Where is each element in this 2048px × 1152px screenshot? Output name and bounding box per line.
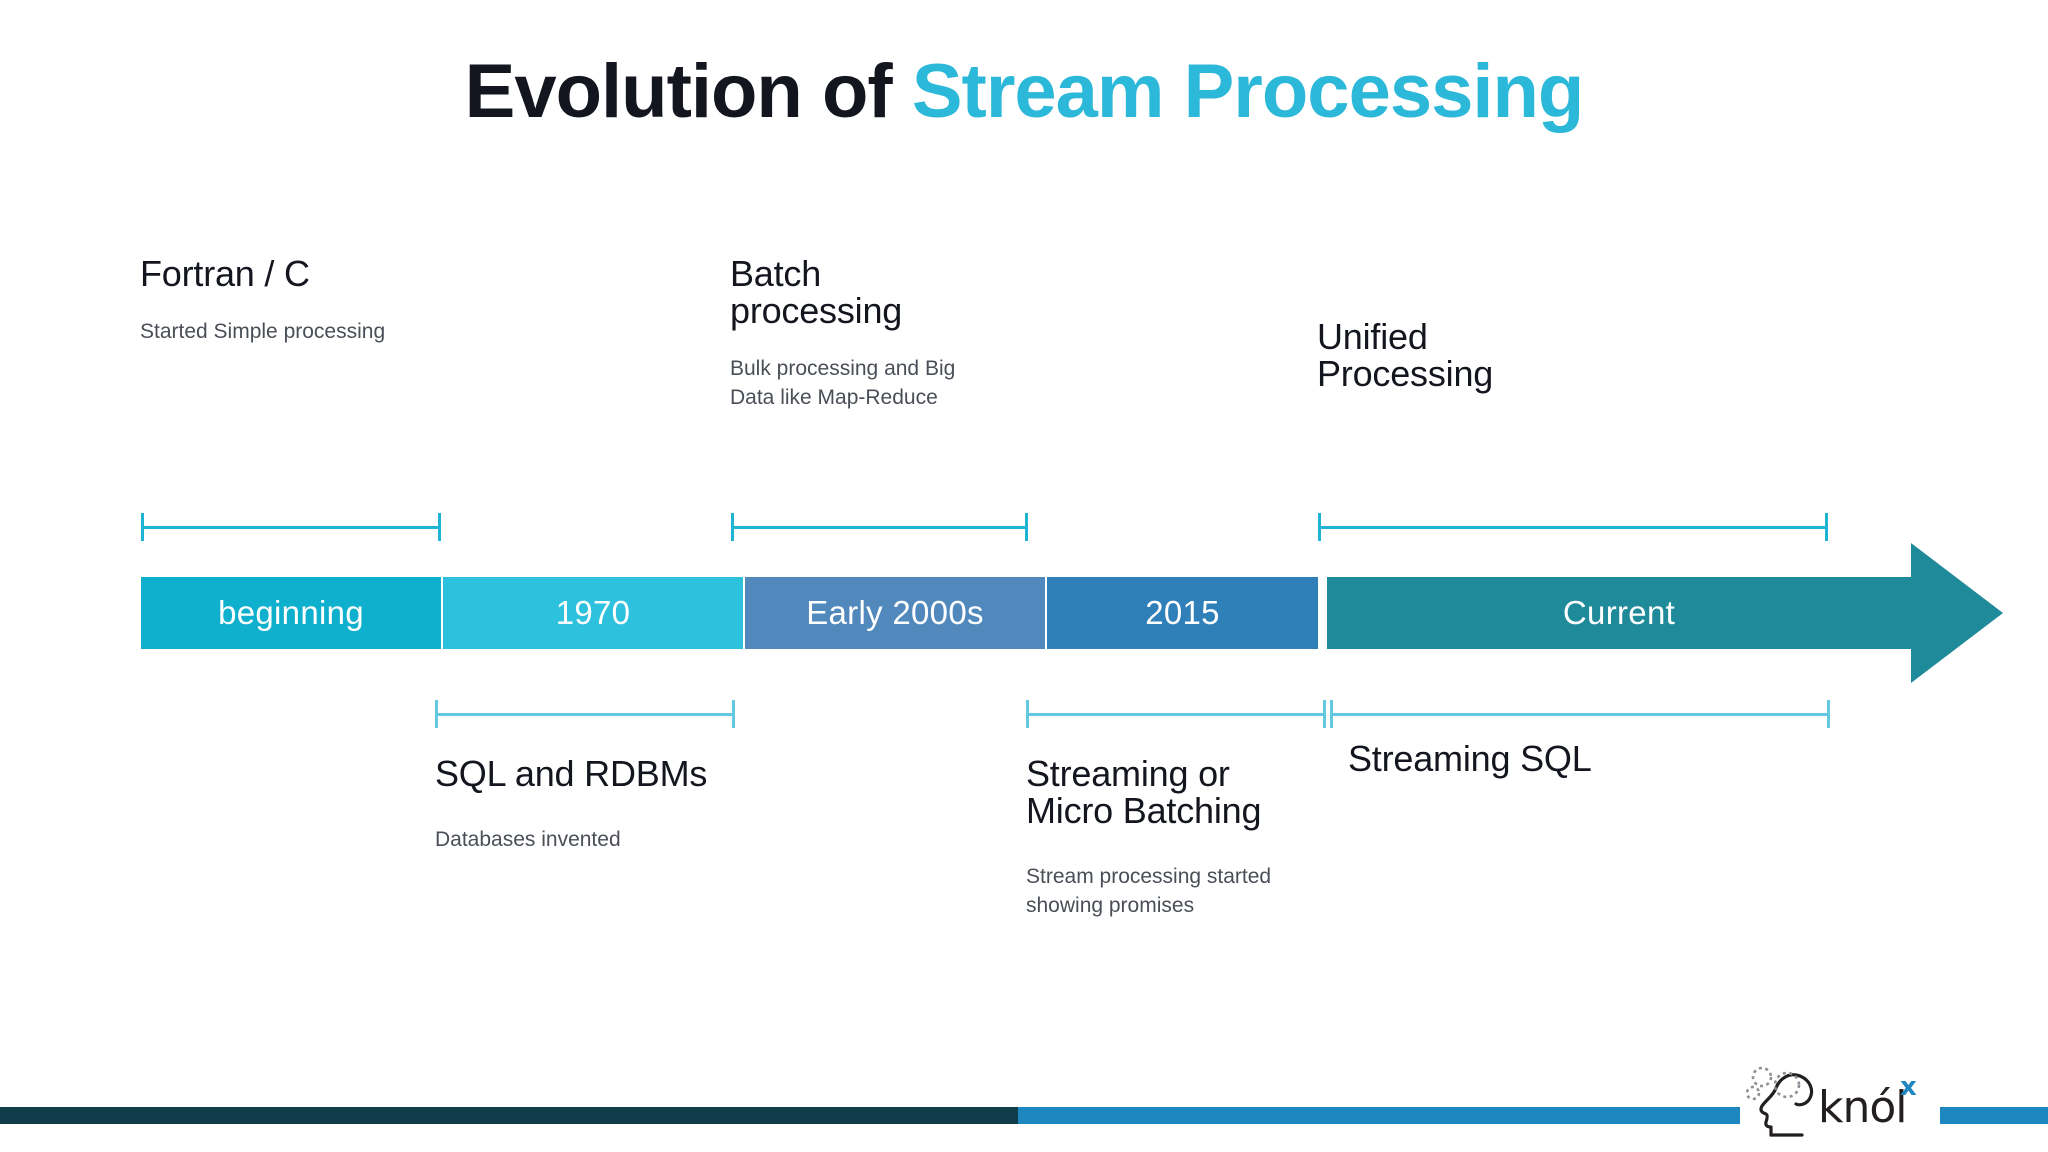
milestone-above-unified-processing: Unified Processing <box>1317 318 1617 418</box>
bracket-cap-left <box>435 700 438 728</box>
timeline-bar: beginning 1970 Early 2000s 2015 Current <box>141 543 2003 683</box>
milestone-below-streaming-sql: Streaming SQL <box>1348 740 1748 811</box>
milestone-below-streaming-micro-batching: Streaming or Micro Batching Stream proce… <box>1026 755 1356 920</box>
milestone-title: SQL and RDBMs <box>435 753 708 794</box>
timeline-segment-label: Early 2000s <box>806 594 984 631</box>
bracket-cap-right <box>438 513 441 541</box>
milestone-below-sql-rdbms: SQL and RDBMs Databases invented <box>435 755 835 854</box>
bracket-above-batch-processing <box>731 513 1028 541</box>
timeline-segment-label: 1970 <box>555 594 631 631</box>
timeline-segment-2015[interactable]: 2015 <box>1047 577 1318 649</box>
bracket-bar <box>1318 526 1828 529</box>
timeline-segment-label: 2015 <box>1145 594 1220 631</box>
bracket-cap-right <box>1827 700 1830 728</box>
bracket-cap-right <box>1323 700 1326 728</box>
knolx-logo: knól x <box>1740 1066 1940 1142</box>
milestone-description: Stream processing started showing promis… <box>1026 865 1272 917</box>
bracket-cap-left <box>1330 700 1333 728</box>
timeline-segment-1970[interactable]: 1970 <box>443 577 743 649</box>
bracket-cap-right <box>1025 513 1028 541</box>
bracket-bar <box>731 526 1028 529</box>
bracket-bar <box>1026 713 1326 716</box>
milestone-description: Bulk processing and Big Data like Map-Re… <box>730 357 956 409</box>
page-title-accent: Stream Processing <box>911 49 1585 134</box>
timeline-segment-beginning[interactable]: beginning <box>141 577 441 649</box>
bracket-below-streaming-micro-batching <box>1026 700 1326 728</box>
timeline-segment-label: Current <box>1562 594 1676 631</box>
milestone-title: Streaming or Micro Batching <box>1026 753 1262 832</box>
timeline-segment-label: beginning <box>218 594 364 631</box>
bracket-below-sql-rdbms <box>435 700 735 728</box>
timeline-segment-early-2000s[interactable]: Early 2000s <box>745 577 1045 649</box>
timeline-arrow-head-icon <box>1911 543 2003 683</box>
bracket-bar <box>141 526 441 529</box>
milestone-above-fortran-c: Fortran / C Started Simple processing <box>140 255 570 346</box>
milestone-title: Unified Processing <box>1317 316 1494 395</box>
bracket-above-fortran-c <box>141 513 441 541</box>
bracket-cap-right <box>732 700 735 728</box>
milestone-above-batch-processing: Batch processing Bulk processing and Big… <box>730 255 1030 412</box>
bracket-cap-left <box>1026 700 1029 728</box>
knolx-logo-text: knól <box>1818 1082 1908 1133</box>
milestone-description: Started Simple processing <box>140 320 386 344</box>
page-title-primary: Evolution of <box>464 49 912 134</box>
bracket-bar <box>1330 713 1830 716</box>
bracket-cap-left <box>1318 513 1321 541</box>
bracket-above-unified-processing <box>1318 513 1828 541</box>
bracket-cap-right <box>1825 513 1828 541</box>
bracket-below-streaming-sql <box>1330 700 1830 728</box>
bracket-bar <box>435 713 735 716</box>
milestone-title: Fortran / C <box>140 253 310 294</box>
milestone-title: Streaming SQL <box>1348 738 1592 779</box>
knolx-head-profile-icon <box>1745 1066 1814 1137</box>
milestone-description: Databases invented <box>435 828 621 852</box>
timeline-segment-current[interactable]: Current <box>1327 577 1911 649</box>
knolx-logo-superscript: x <box>1900 1072 1917 1102</box>
bracket-cap-left <box>731 513 734 541</box>
milestone-title: Batch processing <box>730 253 903 332</box>
footer-bar-dark <box>0 1107 1018 1124</box>
page-title: Evolution of Stream Processing <box>0 48 2048 135</box>
bracket-cap-left <box>141 513 144 541</box>
